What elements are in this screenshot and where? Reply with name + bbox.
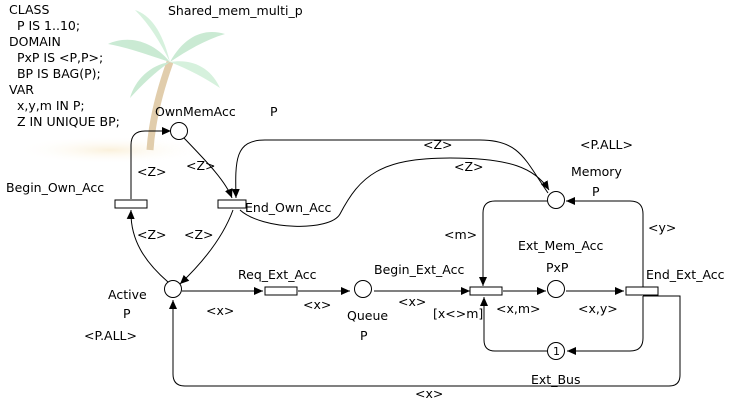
arc-ownmem-to-end-own: [183, 137, 233, 199]
arc-label-begin-own-to-ownmem: <Z>: [137, 164, 167, 179]
transition-end-own-acc-label: End_Own_Acc: [245, 200, 331, 215]
place-ext-bus: [547, 342, 565, 360]
declarations: CLASS P IS 1..10; DOMAIN PxP IS <P,P>; B…: [9, 2, 120, 129]
place-ownmemacc-domain: P: [270, 104, 278, 119]
place-queue: [354, 280, 372, 298]
arc-label-end-own-to-memory: <Z>: [454, 159, 484, 174]
diagram-title: Shared_mem_multi_p: [168, 3, 303, 18]
transition-end-ext-acc: [625, 286, 659, 296]
place-memory-marking: <P.ALL>: [580, 137, 633, 152]
arcs: [126, 127, 681, 387]
transition-begin-ext-acc: [469, 286, 503, 296]
arc-label-extmem-to-end-ext: <x,y>: [578, 301, 618, 316]
arc-label-begin-to-extmem: <x,m>: [496, 301, 541, 316]
transition-begin-ext-acc-label: Begin_Ext_Acc: [374, 262, 464, 277]
arc-memory-to-begin: [479, 200, 547, 286]
place-memory: [547, 191, 565, 209]
arc-label-active-to-req: <x>: [206, 303, 234, 318]
place-ownmemacc-name: OwnMemAcc: [155, 104, 236, 119]
transition-begin-own-acc: [114, 199, 148, 209]
arc-label-active-to-begin-own: <Z>: [137, 227, 167, 242]
place-queue-domain: P: [360, 328, 368, 343]
transition-req-ext-acc: [264, 286, 298, 296]
arc-end-ext-to-extbus: [567, 296, 644, 355]
arc-label-memory-to-begin: <m>: [444, 227, 477, 242]
guard-begin-ext-acc: [x<>m]: [433, 306, 483, 321]
arc-label-end-ext-to-active: <x>: [415, 386, 443, 401]
arc-active-to-begin-own: [126, 209, 169, 283]
arc-end-own-to-active: [179, 209, 234, 285]
transition-end-ext-acc-label: End_Ext_Acc: [646, 267, 725, 282]
place-active-name: Active: [108, 287, 147, 302]
place-queue-name: Queue: [347, 308, 388, 323]
place-ext-mem-acc-name: Ext_Mem_Acc: [518, 238, 604, 253]
arc-label-end-ext-to-memory: <y>: [648, 220, 676, 235]
transition-req-ext-acc-label: Req_Ext_Acc: [238, 267, 317, 282]
place-active-marking: <P.ALL>: [84, 328, 137, 343]
transition-end-own-acc: [217, 199, 247, 209]
place-active: [164, 280, 182, 298]
arc-label-ownmem-to-end-own: <Z>: [186, 158, 216, 173]
arc-label-req-to-queue: <x>: [303, 297, 331, 312]
arc-end-ext-to-active: [169, 295, 681, 387]
arc-label-queue-to-begin: <x>: [398, 294, 426, 309]
place-ext-bus-name: Ext_Bus: [531, 372, 580, 387]
transition-begin-own-acc-label: Begin_Own_Acc: [6, 180, 104, 195]
place-ext-mem-acc: [547, 280, 565, 298]
arc-label-memory-to-end-own: <Z>: [423, 137, 453, 152]
place-ownmemacc: [170, 122, 188, 140]
arc-end-own-to-memory: [239, 157, 550, 227]
place-ext-mem-acc-domain: PxP: [546, 260, 569, 275]
place-memory-name: Memory: [571, 164, 622, 179]
arc-extbus-to-begin: [480, 297, 547, 352]
palm-tree-watermark: [15, 10, 225, 164]
place-active-domain: P: [123, 306, 131, 321]
arc-label-end-own-to-active: <Z>: [184, 227, 214, 242]
arc-begin-own-to-ownmem: [130, 127, 171, 199]
place-memory-domain: P: [592, 184, 600, 199]
place-ext-bus-marking: 1: [553, 345, 560, 358]
arc-memory-to-end-own: [231, 139, 549, 199]
arc-end-ext-to-memory: [566, 197, 644, 287]
